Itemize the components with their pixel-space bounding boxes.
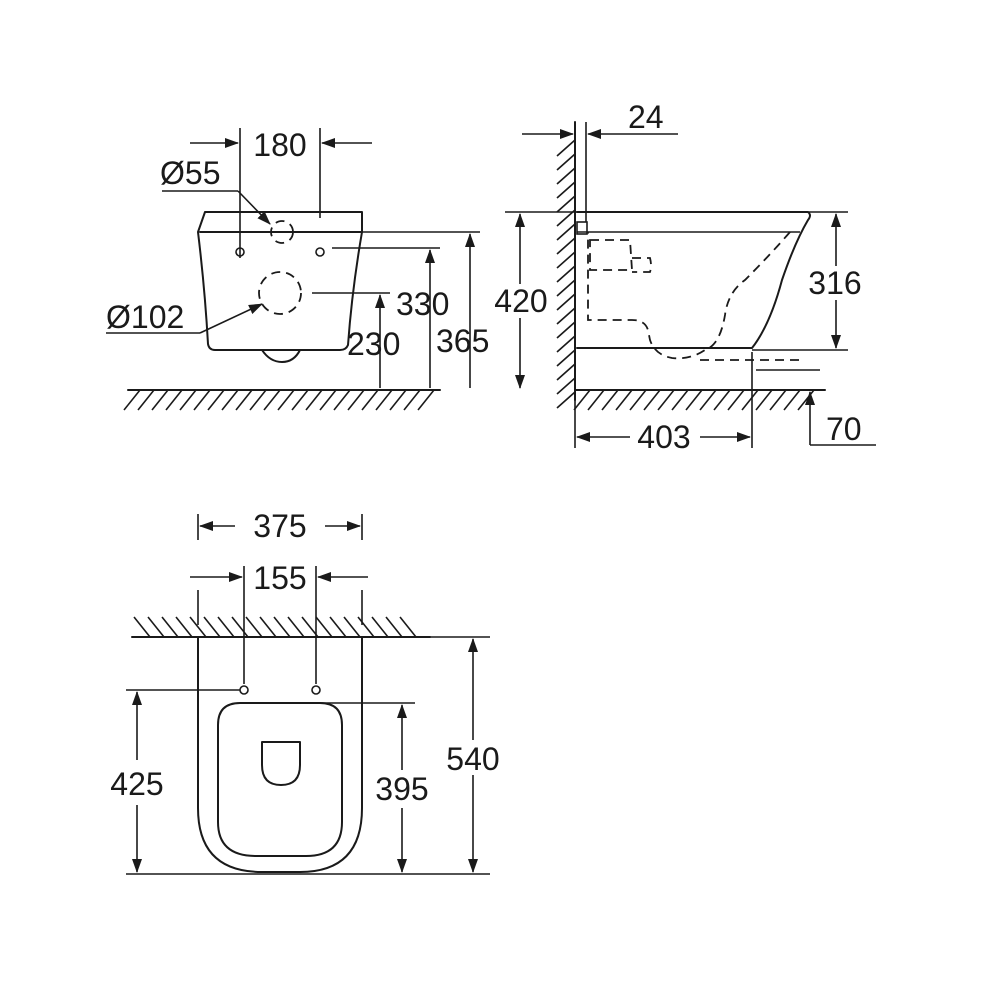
bolt-hole-right [315, 247, 325, 257]
side-view: 24 420 316 403 70 [492, 99, 876, 455]
outlet-hole-102 [258, 271, 302, 315]
dim-diameter-55: Ø55 [160, 155, 220, 191]
dim-330: 330 [396, 286, 449, 322]
dim-403: 403 [637, 419, 690, 455]
dim-70: 70 [826, 411, 862, 447]
fixing-hole-55 [270, 220, 294, 244]
top-wall-hatching [133, 616, 417, 638]
dim-365: 365 [436, 323, 489, 359]
dim-395: 395 [375, 771, 428, 807]
dim-diameter-102: Ø102 [106, 299, 184, 335]
dim-24: 24 [628, 99, 664, 135]
front-view: 180 Ø55 Ø102 330 230 365 [106, 127, 489, 411]
floor-hatching [123, 389, 435, 411]
wall-hatching [556, 139, 576, 409]
dim-155: 155 [253, 560, 306, 596]
side-floor-hatching [573, 389, 815, 411]
toilet-side-outline [576, 211, 811, 349]
seat-inner-outline [217, 702, 343, 857]
top-view: 375 155 425 395 540 [110, 508, 500, 875]
dim-425: 425 [110, 766, 163, 802]
dim-230: 230 [347, 326, 400, 362]
outlet-bottom [261, 349, 301, 363]
dim-540: 540 [446, 741, 499, 777]
dim-375: 375 [253, 508, 306, 544]
top-bolt-hole-left [239, 685, 249, 695]
bowl-opening [261, 741, 301, 786]
dim-180: 180 [253, 127, 306, 163]
toilet-front-outline [197, 211, 363, 351]
toilet-top-outline [197, 636, 363, 873]
top-bolt-hole-right [311, 685, 321, 695]
side-hidden-interior [587, 231, 791, 360]
dim-420: 420 [494, 283, 547, 319]
dim-316: 316 [808, 265, 861, 301]
